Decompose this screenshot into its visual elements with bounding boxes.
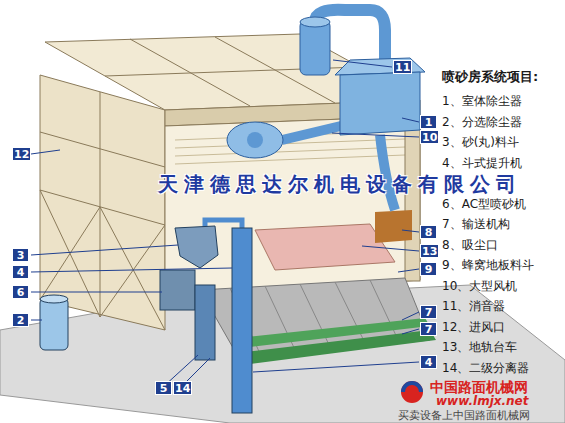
callout-number: 8: [420, 225, 437, 239]
legend-item: 3、砂(丸)料斗: [442, 136, 519, 150]
watermark: 天津德思达尔机电设备有限公司: [158, 173, 522, 196]
callout-number: 11: [393, 60, 412, 74]
legend-item: 8、吸尘口: [442, 239, 498, 253]
legend-item: 14、二级分离器: [442, 362, 529, 376]
callout-number: 2: [12, 313, 29, 327]
callout-number: 4: [12, 265, 29, 279]
legend-item: 6、AC型喷砂机: [442, 198, 526, 212]
callout-number: 9: [420, 262, 437, 276]
legend-item: 11、消音器: [442, 300, 505, 314]
callout-number: 1: [420, 115, 437, 129]
legend-item: 7、输送机构: [442, 218, 510, 232]
legend-item: 1、室体除尘器: [442, 95, 522, 109]
legend-item: 2、分选除尘器: [442, 116, 522, 130]
legend-item: 10、大型风机: [442, 280, 517, 294]
callout-number: 5: [155, 381, 172, 395]
list-heading: 喷砂房系统项目:: [442, 70, 538, 85]
callout-number: 7: [420, 305, 437, 319]
watermark: www.lmjx.net: [436, 395, 529, 409]
callout-number: 6: [12, 285, 29, 299]
legend-item: 4、斗式提升机: [442, 157, 522, 171]
suction-port: [375, 210, 412, 243]
callout-number: 3: [12, 248, 29, 262]
watermark: 买卖设备上中国路面机械网: [398, 409, 530, 421]
callout-number: 10: [420, 130, 439, 144]
callout-number: 14: [173, 381, 192, 395]
callout-number: 7: [420, 322, 437, 336]
callout-number: 4: [420, 355, 437, 369]
watermark: 中国路面机械网: [430, 379, 528, 395]
leader-lines: [31, 60, 419, 387]
callout-number: 12: [12, 147, 31, 161]
legend-item: 13、地轨台车: [442, 341, 517, 355]
abrasive-equipment: [40, 220, 252, 413]
legend-item: 12、进风口: [442, 321, 505, 335]
site-logo: [401, 381, 423, 403]
callout-number: 13: [420, 244, 439, 258]
legend-item: 9、蜂窝地板料斗: [442, 259, 534, 273]
